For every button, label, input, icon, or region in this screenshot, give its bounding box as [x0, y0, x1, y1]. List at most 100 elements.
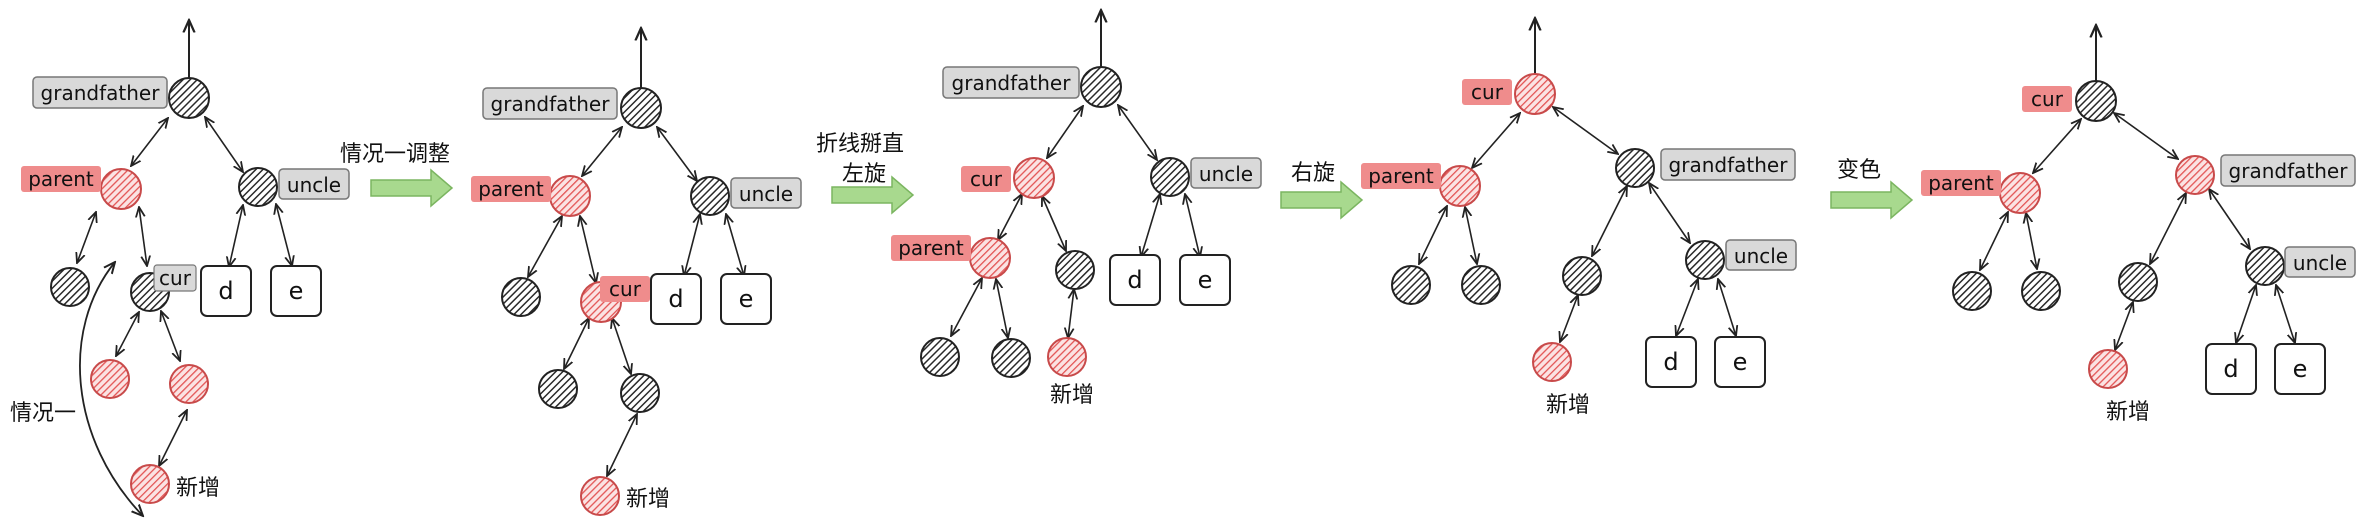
uncle-label-box [278, 168, 350, 200]
cur-label: cur [970, 167, 1003, 191]
parent-node [100, 168, 142, 210]
new-node [580, 476, 620, 516]
panel-4: cur parent grandfather uncle d e 新增 [1361, 18, 1797, 418]
grandfather-node [2175, 155, 2215, 195]
step-1-label: 情况一调整 [340, 142, 450, 167]
cur-label-box [153, 264, 197, 292]
black-leaf-node [920, 337, 960, 377]
e-label: e [2293, 355, 2308, 383]
parent-node [1439, 165, 1481, 207]
cur-label: cur [1471, 80, 1504, 104]
red-child-node [90, 359, 130, 399]
cur-label-box [2022, 86, 2072, 112]
edge [582, 127, 622, 176]
parent-label-box [1361, 163, 1441, 189]
new-node-label: 新增 [626, 487, 670, 512]
new-node [2088, 349, 2128, 389]
edge [161, 311, 180, 361]
edge [2114, 113, 2178, 159]
grandfather-label: grandfather [1669, 153, 1789, 177]
edge [1068, 289, 1074, 338]
uncle-label-box [2284, 246, 2356, 278]
grandfather-label-box [2220, 154, 2356, 187]
e-box [270, 265, 322, 317]
uncle-label-box [730, 177, 802, 209]
edge [564, 318, 589, 369]
black-leaf-node [991, 338, 1031, 378]
parent-node [969, 237, 1011, 279]
edge [116, 312, 139, 356]
edge [657, 127, 697, 181]
black-leaf-node [501, 277, 541, 317]
uncle-node [238, 167, 278, 207]
edge [726, 214, 744, 276]
d-label: d [2223, 355, 2238, 383]
uncle-label: uncle [1734, 244, 1788, 268]
d-label: d [1127, 266, 1142, 294]
edge [1592, 186, 1627, 256]
black-leaf-node [1952, 271, 1992, 311]
grandfather-label: grandfather [952, 71, 1072, 95]
d-box [200, 265, 252, 317]
grandfather-label-box [482, 87, 618, 120]
d-label: d [218, 277, 233, 305]
e-label: e [1198, 266, 1213, 294]
d-box [1645, 336, 1697, 388]
edge [684, 214, 700, 276]
parent-label: parent [1928, 171, 1994, 195]
cur-label-box [961, 166, 1011, 192]
grandfather-node [1080, 66, 1122, 108]
parent-label-box [471, 176, 551, 202]
step-3-label: 右旋 [1291, 161, 1335, 186]
green-arrow-icon [1830, 180, 1914, 220]
parent-label-box [21, 166, 101, 192]
edge [2276, 285, 2295, 343]
parent-label: parent [898, 236, 964, 260]
edge [1118, 105, 1157, 160]
e-label: e [1733, 348, 1748, 376]
new-node-label: 新增 [1546, 393, 1590, 418]
edge [1042, 196, 1066, 251]
black-leaf-node [50, 267, 90, 307]
edge [1141, 194, 1160, 257]
step-arrow-4: 变色 [1830, 158, 1914, 220]
grandfather-node [1615, 148, 1655, 188]
uncle-label-box [1190, 157, 1262, 189]
d-label: d [1663, 348, 1678, 376]
parent-label-box [1921, 170, 2001, 196]
cur-label-box [1462, 79, 1512, 105]
new-node-label: 新增 [176, 476, 220, 501]
edge [607, 414, 637, 476]
new-node [1047, 337, 1087, 377]
black-child-node [1055, 250, 1095, 290]
parent-label: parent [28, 167, 94, 191]
black-child-node [538, 369, 578, 409]
step-arrow-3: 右旋 [1280, 161, 1364, 220]
edge [77, 212, 96, 263]
parent-label: parent [1368, 164, 1434, 188]
d-box [1109, 254, 1161, 306]
grandfather-label: grandfather [491, 92, 611, 116]
e-label: e [739, 285, 754, 313]
new-node-label: 新增 [1050, 383, 1094, 408]
edge [580, 216, 596, 283]
e-box [1179, 254, 1231, 306]
step-2-label-line-1: 折线掰直 [816, 132, 904, 157]
grandfather-node [620, 87, 662, 129]
new-node [1532, 342, 1572, 382]
edge [951, 278, 982, 336]
d-box [2205, 343, 2257, 395]
green-arrow-icon [370, 168, 454, 208]
edge [205, 117, 243, 172]
d-label: d [668, 285, 683, 313]
edge [1553, 107, 1618, 154]
new-node-label: 新增 [2106, 400, 2150, 425]
case-one-label: 情况一 [10, 401, 76, 426]
edge [1649, 183, 1690, 243]
edge [1560, 295, 1578, 342]
e-box [1714, 336, 1766, 388]
uncle-label: uncle [1199, 162, 1253, 186]
edge [276, 204, 292, 266]
panel-1: grandfather parent uncle cur d e 新增 情况一 [10, 20, 350, 516]
grandfather-label: grandfather [2229, 159, 2349, 183]
